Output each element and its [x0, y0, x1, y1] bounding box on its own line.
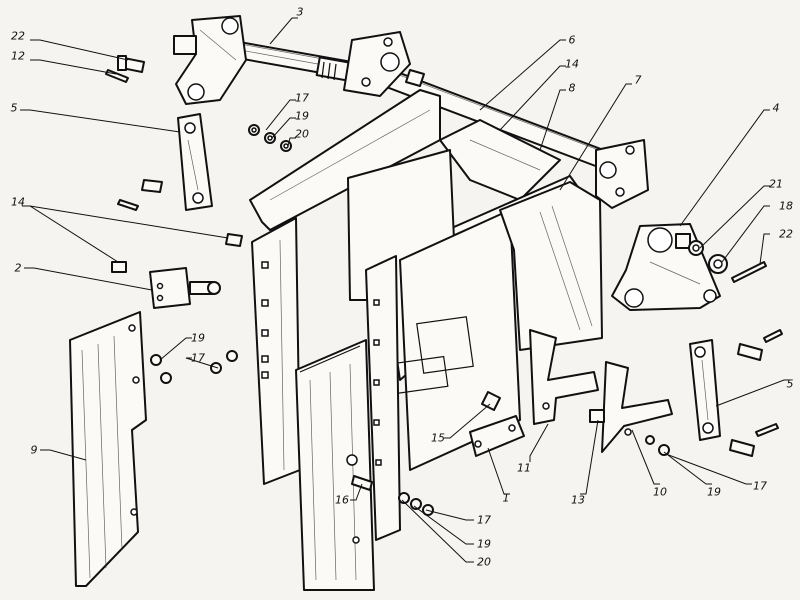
nuts-left-17-19 [150, 350, 238, 384]
callout-14-left: 14 [11, 195, 25, 209]
bolt-16-washers-bottom [351, 475, 434, 516]
callout-22-top: 22 [11, 29, 25, 43]
bolt-part-15 [481, 391, 501, 411]
plate-part-10 [601, 361, 673, 453]
callout-17-top: 17 [295, 91, 309, 105]
pin-22-top [117, 55, 145, 73]
callout-14-top: 14 [565, 57, 579, 71]
callout-20-top: 20 [295, 127, 309, 141]
washers-right-19-17 [645, 435, 670, 456]
panel-part-9 [69, 311, 147, 587]
lever-bracket-top-left [173, 15, 247, 105]
link-part-5-right [689, 339, 721, 441]
pins-right [729, 329, 783, 457]
callout-13: 13 [571, 493, 585, 507]
left-side-plate [251, 217, 301, 485]
bracket-part-2 [149, 267, 221, 309]
bolt-left-a [117, 179, 163, 211]
link-part-1 [469, 415, 525, 457]
callout-17-right: 17 [753, 479, 767, 493]
callout-16: 16 [335, 493, 349, 507]
main-frame [249, 89, 603, 471]
callout-19-top: 19 [295, 109, 309, 123]
callout-1: 1 [502, 491, 510, 505]
link-part-5-left [177, 113, 213, 211]
callout-20-bottom: 20 [477, 555, 491, 569]
front-center-panel [295, 255, 401, 591]
callout-15: 15 [431, 431, 445, 445]
plate-part-11 [529, 329, 599, 425]
callout-3: 3 [296, 5, 304, 19]
callout-17-bottom: 17 [477, 513, 491, 527]
callout-22-right: 22 [779, 227, 793, 241]
bolts-part-14 [111, 69, 425, 273]
washers-top-17-19-20 [248, 124, 292, 152]
callout-12: 12 [11, 49, 25, 63]
callout-2: 2 [14, 261, 22, 275]
callout-5-left: 5 [10, 101, 18, 115]
washer-21-nut-18-pin-22 [688, 240, 767, 283]
callout-19-right: 19 [707, 485, 721, 499]
cotter-pin-12 [105, 69, 129, 83]
callout-8: 8 [568, 81, 576, 95]
callout-6: 6 [568, 33, 576, 47]
callout-11: 11 [517, 461, 531, 475]
callout-17-left: 17 [191, 351, 205, 365]
callout-4: 4 [772, 101, 780, 115]
callout-21: 21 [769, 177, 783, 191]
callout-9: 9 [30, 443, 38, 457]
lever-part-4 [611, 223, 721, 311]
leader-lines [20, 17, 790, 563]
callout-19-bottom: 19 [477, 537, 491, 551]
callout-10: 10 [653, 485, 667, 499]
callout-18: 18 [779, 199, 793, 213]
bolt-part-13 [589, 409, 605, 423]
callout-19-left: 19 [191, 331, 205, 345]
callout-5-right: 5 [786, 377, 794, 391]
callout-7: 7 [634, 73, 642, 87]
